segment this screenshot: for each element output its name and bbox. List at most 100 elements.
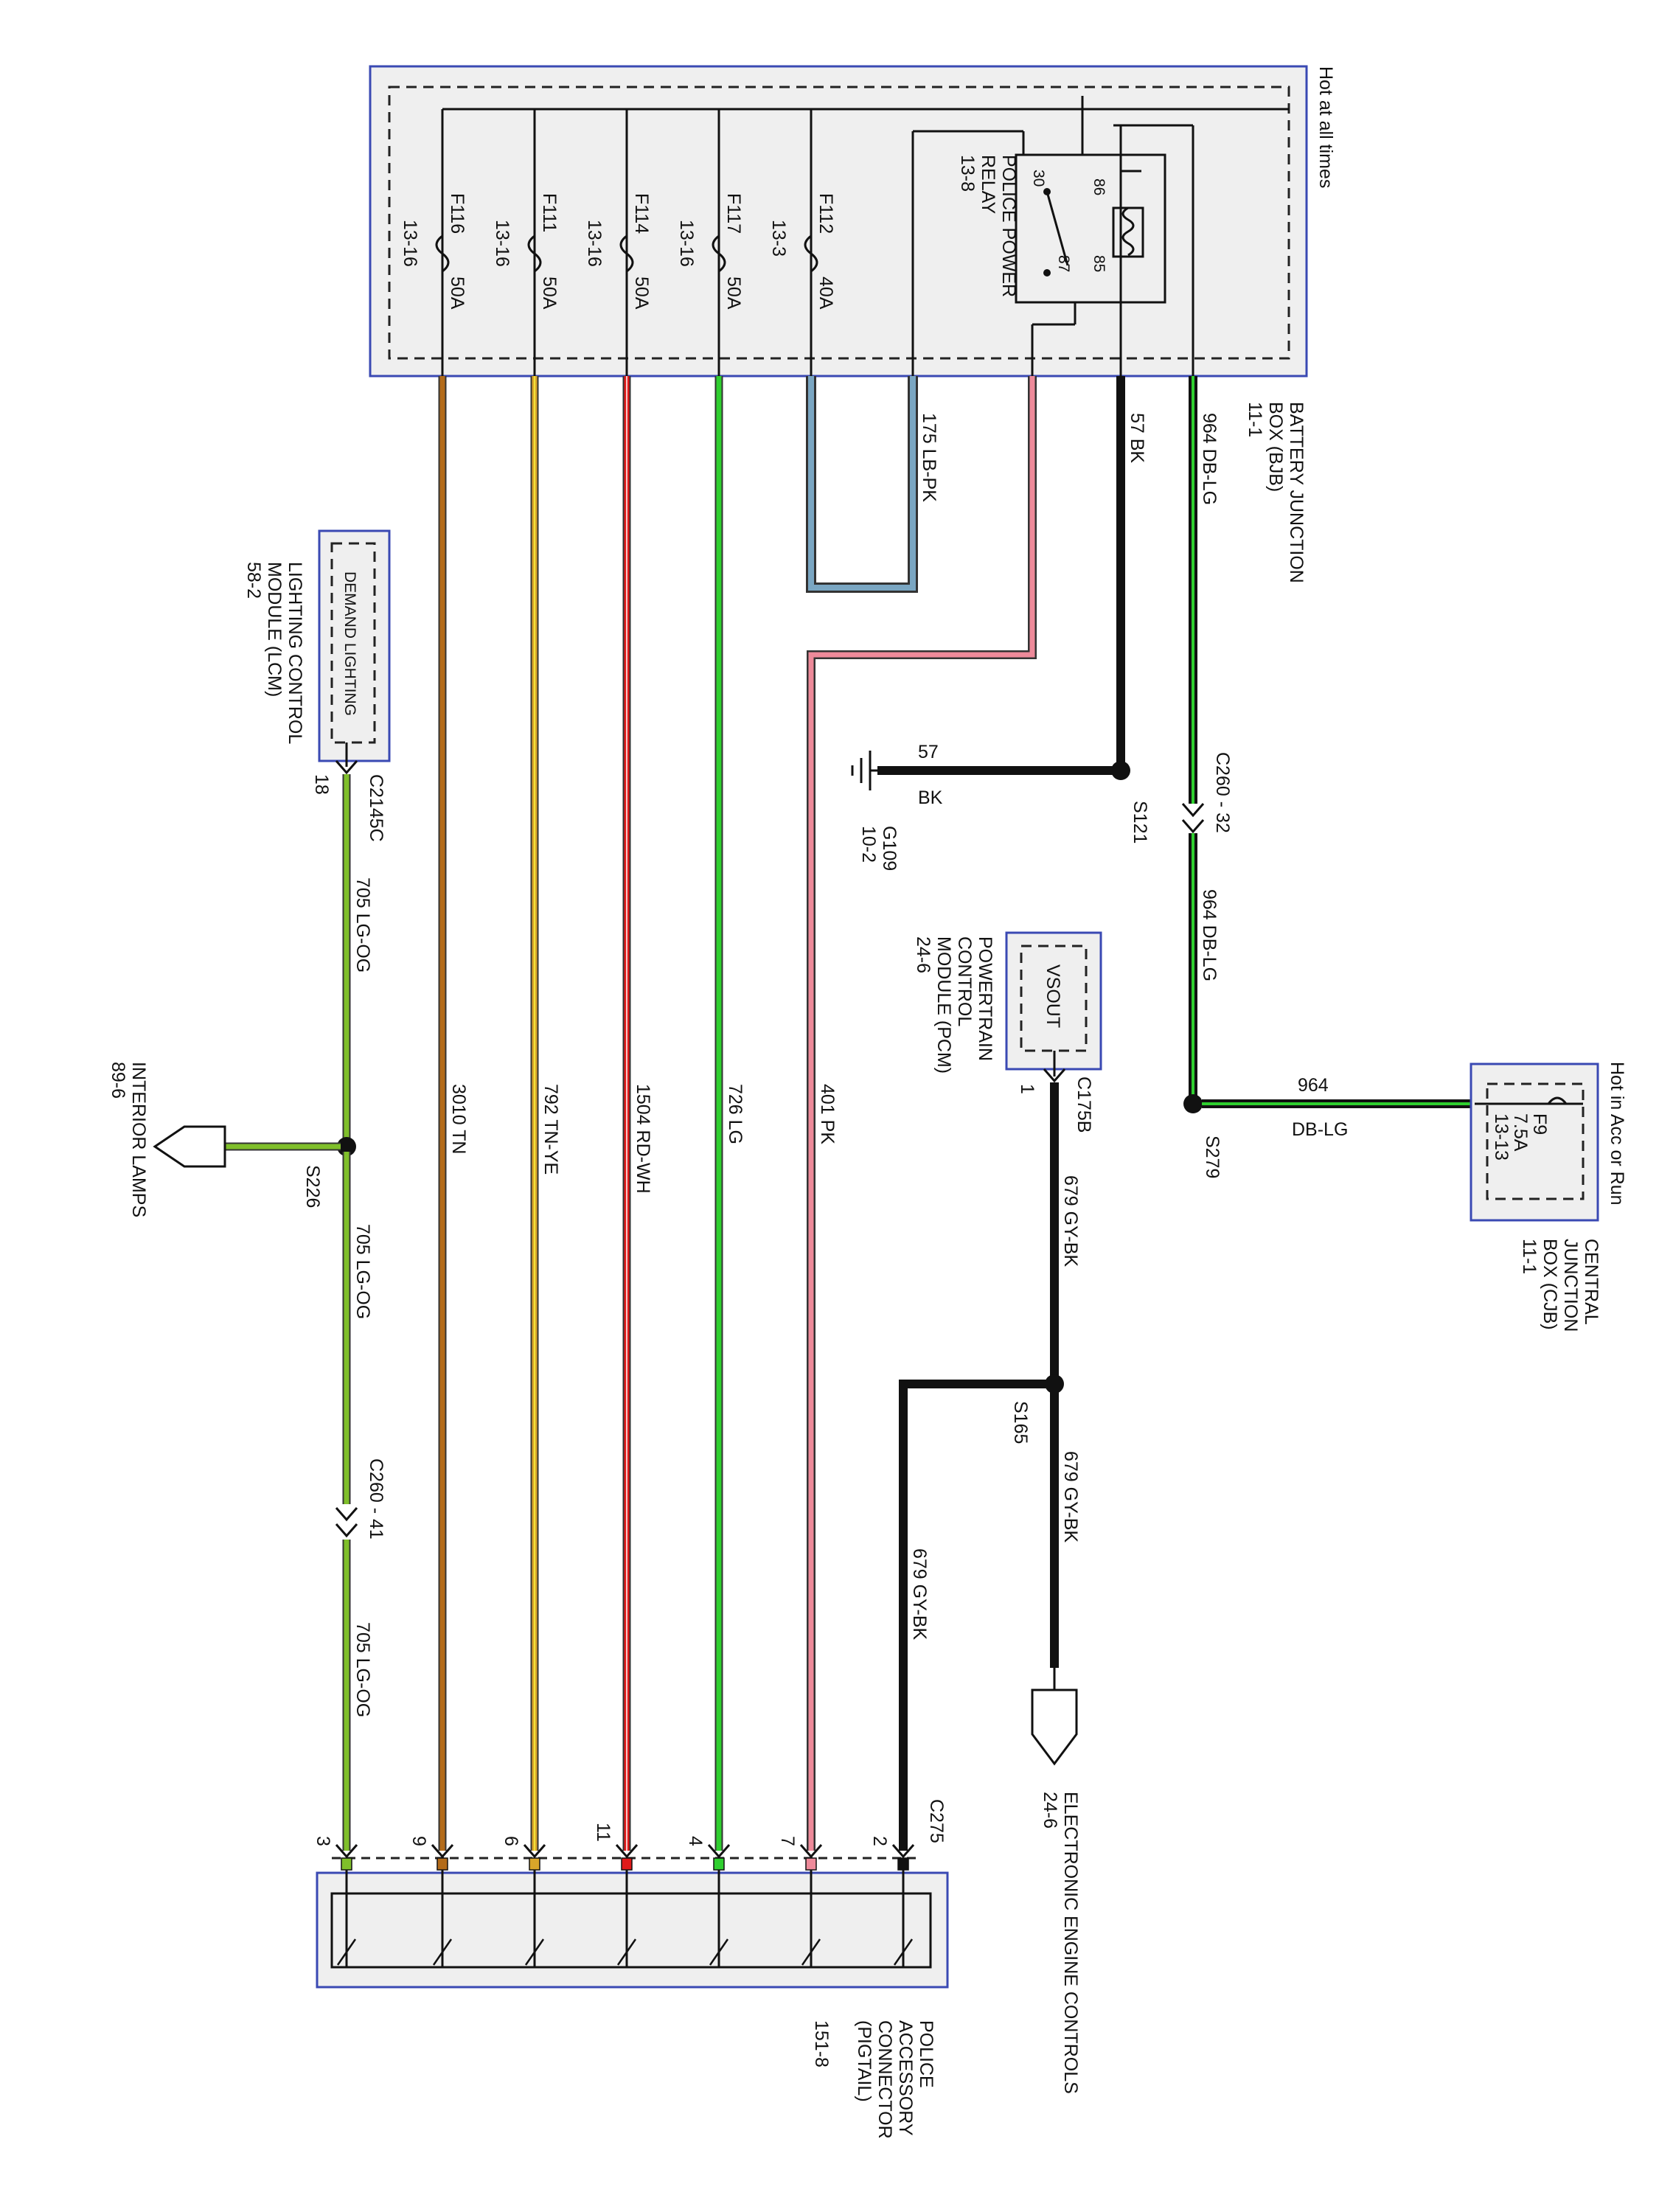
fuse-id: F117 xyxy=(723,193,744,234)
wire-679-label: 679 GY-BK xyxy=(1060,1175,1081,1267)
lcm-name: LIGHTING CONTROL xyxy=(285,562,305,744)
cjb-hot-note: Hot in Acc or Run xyxy=(1607,1062,1627,1206)
fuse-id: F111 xyxy=(539,193,560,232)
pin-number: 11 xyxy=(593,1823,613,1842)
lcm-pin: 18 xyxy=(311,774,332,795)
wire-964-upper: 964 DB-LG xyxy=(1189,376,1220,804)
wire-964-color: DB-LG xyxy=(1292,1119,1348,1140)
bjb-ref: 11-1 xyxy=(1245,402,1265,437)
eec-name: ELECTRONIC ENGINE CONTROLS xyxy=(1060,1792,1081,2094)
connector-c260-32: C260 - 32 xyxy=(1181,752,1233,834)
central-junction-box: F9 7.5A 13-13 Hot in Acc or Run CENTRAL … xyxy=(1470,1062,1627,1332)
fuse-icon xyxy=(619,234,634,273)
fuse-id: F114 xyxy=(631,193,652,234)
c260-32-label: C260 - 32 xyxy=(1212,752,1233,833)
ground-ref: 10-2 xyxy=(858,826,879,863)
wire-57-label: 57 BK xyxy=(1127,413,1147,463)
fuse-f114-labels: F114 50A 13-16 xyxy=(584,193,652,310)
cjb-fuse-id: F9 xyxy=(1529,1113,1550,1135)
fuse-f112-labels: F112 40A 13-3 xyxy=(768,193,836,310)
cjb-name-3: BOX (CJB) xyxy=(1540,1239,1560,1330)
pin-number: 9 xyxy=(408,1836,429,1846)
ground-icon xyxy=(851,751,877,790)
wire-792-label: 792 TN-YE xyxy=(540,1084,561,1175)
connector-pin-stubs xyxy=(336,1870,914,1967)
s121-label: S121 xyxy=(1130,801,1150,844)
connector-pin-numbers: 3 9 6 11 4 7 2 xyxy=(313,1823,890,1846)
relay-coil-icon xyxy=(1112,206,1144,258)
police-power-relay: 86 85 30 87 POLICE POWER RELAY 13-8 xyxy=(911,96,1194,376)
fuse-id: F112 xyxy=(815,193,836,234)
police-accessory-connector: C275 3 9 6 11 4 7 2 xyxy=(313,1799,949,2139)
pcm-pin: 1 xyxy=(1017,1084,1037,1094)
fuse-ref: 13-16 xyxy=(584,220,605,267)
lcm-module: DEMAND LIGHTING LIGHTING CONTROL MODULE … xyxy=(243,529,391,842)
wire-679-label: 679 GY-BK xyxy=(909,1548,930,1640)
cjb-fuse-amp: 7.5A xyxy=(1510,1113,1531,1152)
relay-name-2: RELAY xyxy=(978,155,998,214)
wire-1504: 1504 RD-WH xyxy=(622,376,653,1851)
wire-705-label: 705 LG-OG xyxy=(352,877,373,973)
wire-964-label: 964 DB-LG xyxy=(1199,413,1220,505)
pin-number: 7 xyxy=(777,1836,798,1846)
pcm-name-3: MODULE (PCM) xyxy=(933,936,954,1074)
wire-705-label: 705 LG-OG xyxy=(352,1224,373,1319)
cjb-ref: 11-1 xyxy=(1519,1239,1540,1274)
wire-1504-label: 1504 RD-WH xyxy=(633,1084,653,1194)
fuse-icon xyxy=(804,234,818,273)
lcm-name-2: MODULE (LCM) xyxy=(264,562,285,697)
relay-pin-86: 86 xyxy=(1091,178,1107,195)
police-connector-name: POLICE xyxy=(916,2020,936,2088)
fuse-icon xyxy=(712,234,726,273)
pcm-inner: VSOUT xyxy=(1043,964,1063,1028)
police-connector-name-4: (PIGTAIL) xyxy=(854,2020,874,2102)
pcm-connector: C175B xyxy=(1074,1077,1094,1133)
wire-401: 401 PK xyxy=(807,376,1037,1851)
bjb-name: BATTERY JUNCTION xyxy=(1286,402,1307,583)
wire-679-b: 679 GY-BK xyxy=(1050,1389,1081,1668)
fuse-icon xyxy=(527,234,542,273)
connector-c260-41: C260 - 41 xyxy=(335,1458,386,1540)
eec-arrow: ELECTRONIC ENGINE CONTROLS 24-6 xyxy=(1031,1668,1081,2094)
wire-679-label: 679 GY-BK xyxy=(1060,1451,1081,1543)
wire-792: 792 TN-YE xyxy=(530,376,561,1851)
relay-pin-87: 87 xyxy=(1055,255,1072,272)
fuse-ref: 13-16 xyxy=(492,220,512,267)
s279-label: S279 xyxy=(1202,1135,1222,1178)
pin-number: 2 xyxy=(869,1836,890,1846)
pcm-name: POWERTRAIN xyxy=(975,936,995,1061)
fuse-amp: 50A xyxy=(447,276,467,310)
fuse-amp: 50A xyxy=(539,276,560,310)
wire-679-c: 679 GY-BK xyxy=(899,1380,1054,1851)
fuse-f117-labels: F117 50A 13-16 xyxy=(676,193,744,310)
fuse-amp: 50A xyxy=(631,276,652,310)
s226-label: S226 xyxy=(302,1165,323,1208)
fuse-ref: 13-16 xyxy=(676,220,697,267)
wire-705-c: 705 LG-OG xyxy=(342,1540,373,1851)
battery-junction-box: F116 50A 13-16 F111 50A 13-16 F114 50A 1… xyxy=(369,65,1336,378)
fuse-f111-labels: F111 50A 13-16 xyxy=(492,193,560,310)
pcm-ref: 24-6 xyxy=(913,936,933,973)
pcm-name-2: CONTROL xyxy=(954,936,975,1026)
c275-label: C275 xyxy=(926,1799,947,1843)
interior-lamps-ref: 89-6 xyxy=(108,1062,128,1099)
wire-175: 175 LB-PK xyxy=(806,376,939,593)
wire-401-label: 401 PK xyxy=(817,1084,838,1144)
splice-s121: S121 xyxy=(1111,761,1150,844)
police-connector-name-3: CONNECTOR xyxy=(874,2020,895,2139)
wire-964-horizontal: 964 DB-LG xyxy=(1202,1075,1475,1140)
wire-964-label: 964 DB-LG xyxy=(1199,889,1220,981)
splice-s279: S279 xyxy=(1183,1094,1222,1178)
cjb-name: CENTRAL xyxy=(1581,1239,1601,1325)
police-connector-name-2: ACCESSORY xyxy=(895,2020,916,2136)
s165-label: S165 xyxy=(1010,1401,1031,1444)
relay-name: POLICE POWER xyxy=(998,155,1019,297)
ground-wire-num: 57 xyxy=(918,742,939,762)
wire-3010: 3010 TN xyxy=(438,376,469,1851)
wire-705-b: 705 LG-OG xyxy=(342,1152,373,1504)
fuse-amp: 50A xyxy=(723,276,744,310)
pin-number: 3 xyxy=(313,1836,333,1846)
pin-number: 4 xyxy=(685,1836,706,1846)
wire-726: 726 LG xyxy=(714,376,745,1851)
